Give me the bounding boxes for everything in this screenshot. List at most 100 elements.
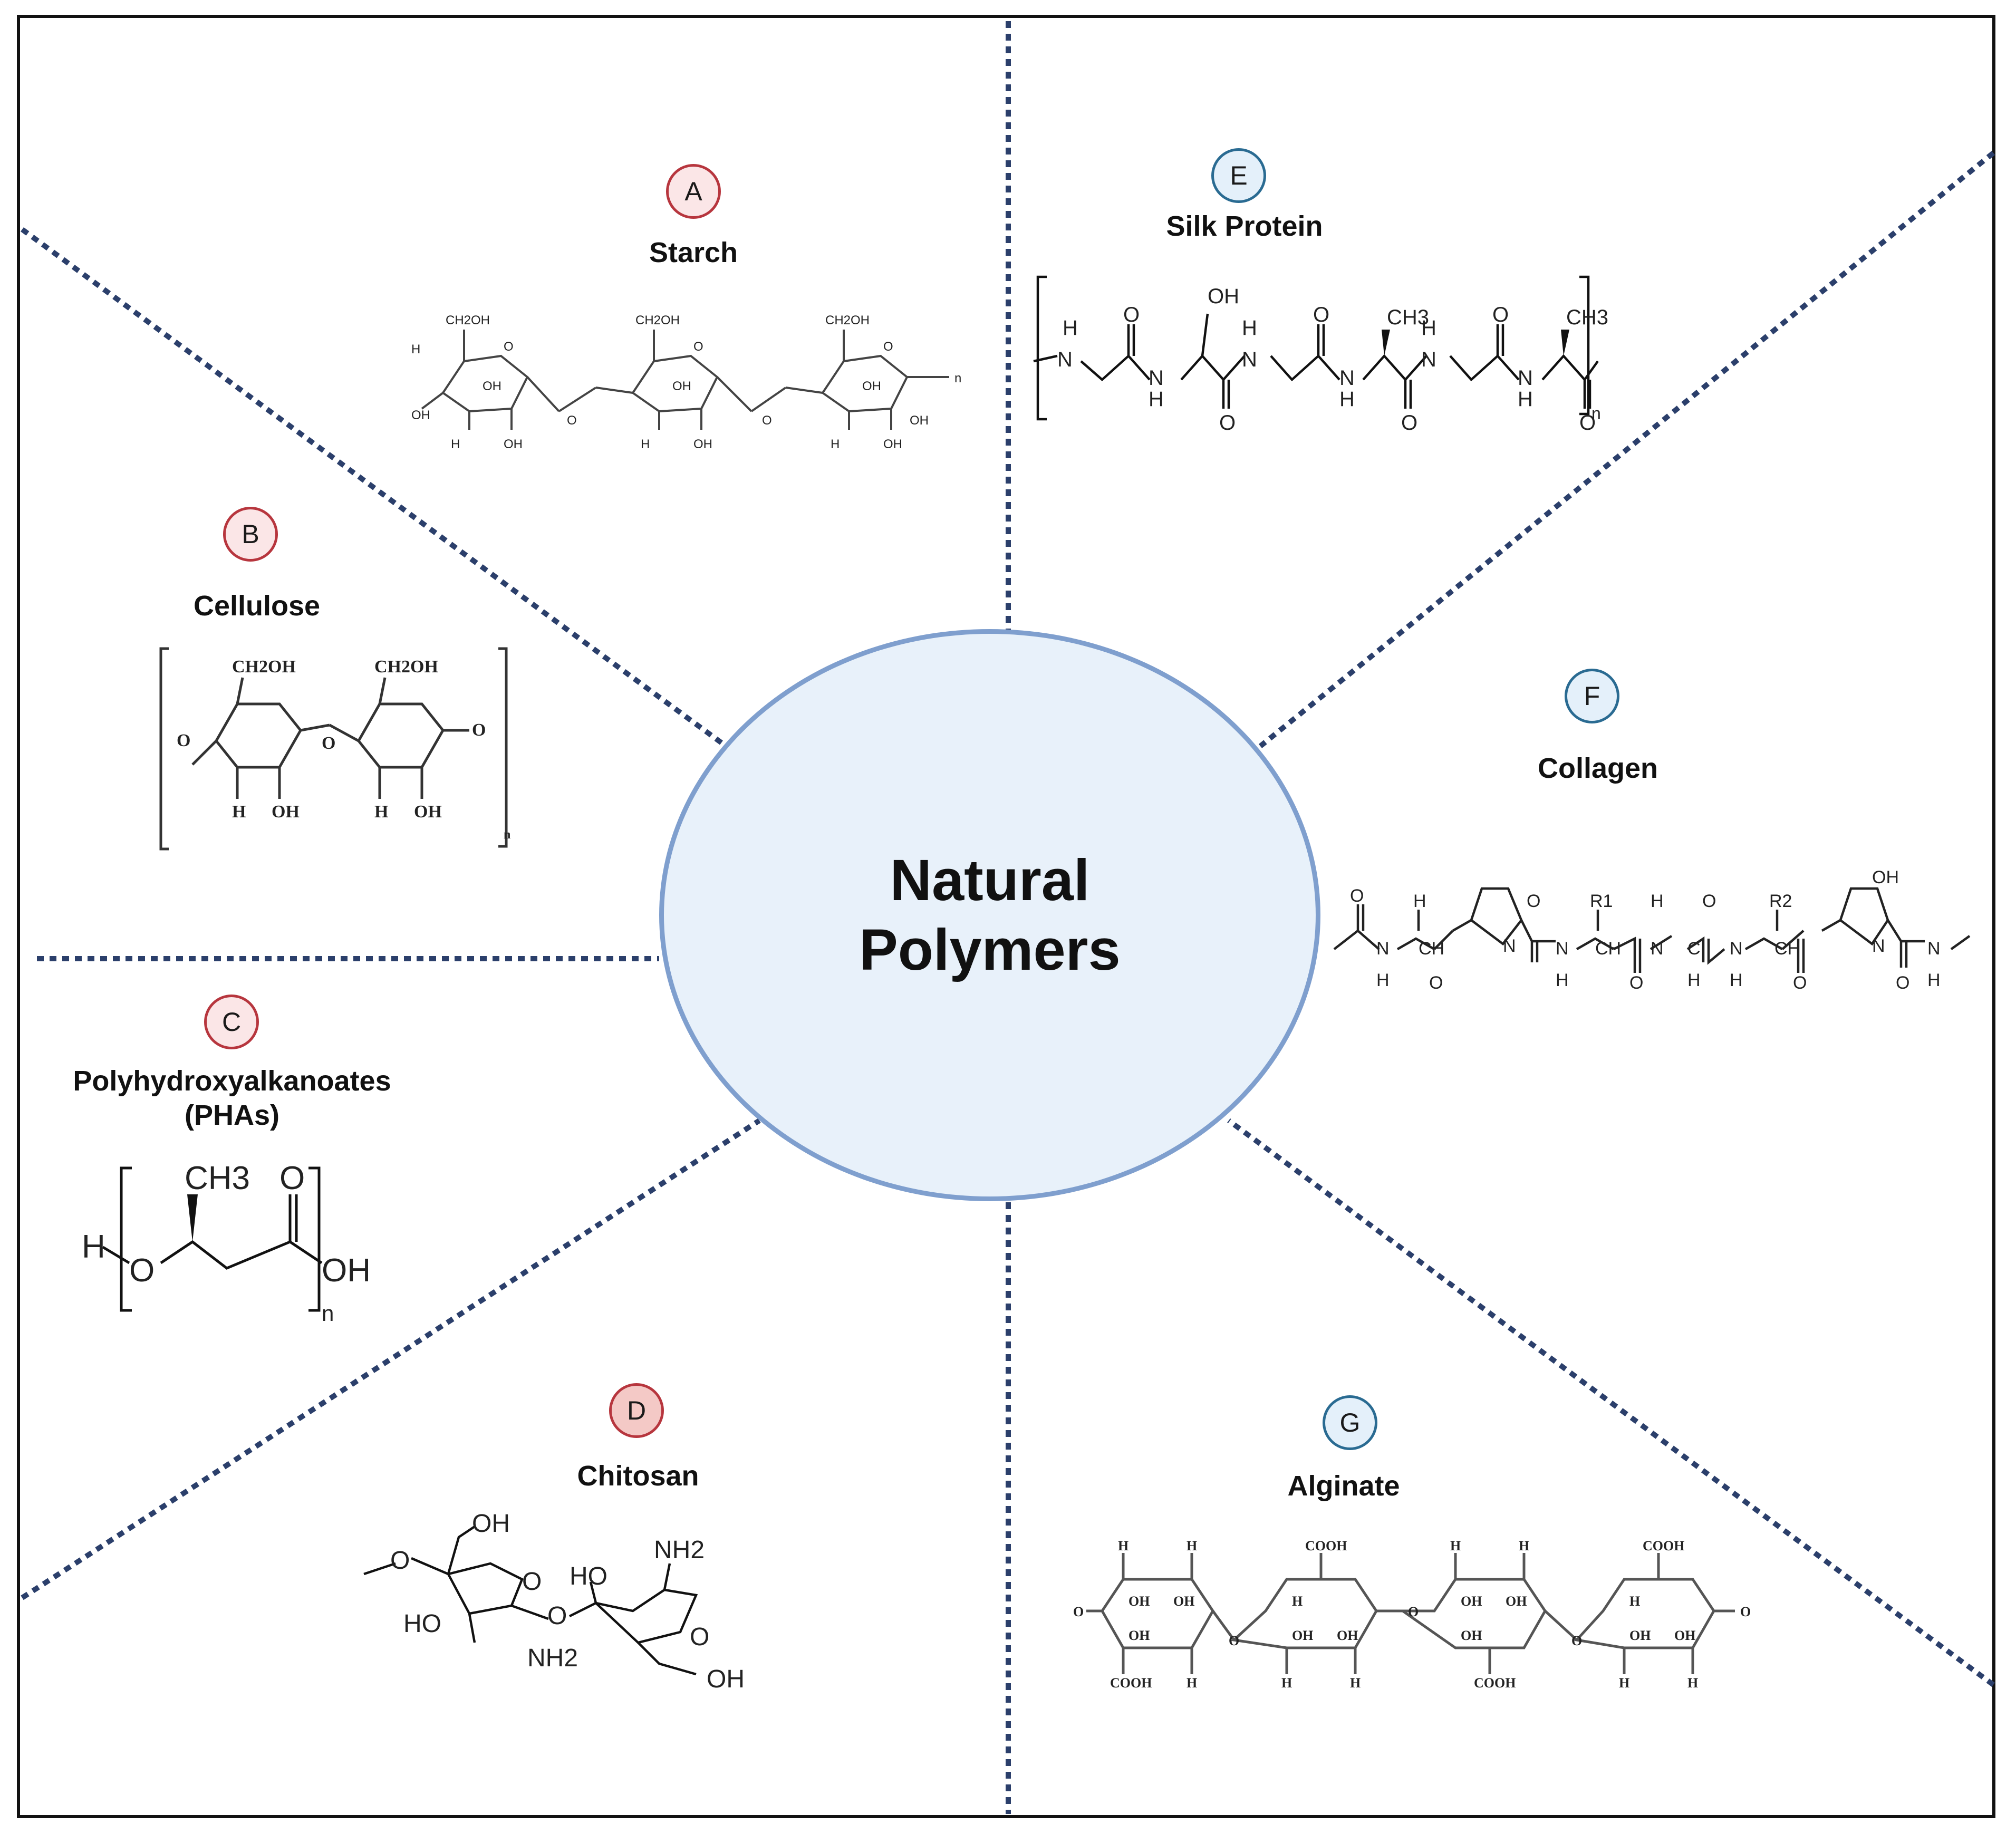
starch-h: H [831, 437, 840, 451]
silk-n-sub: n [1591, 404, 1601, 423]
collagen-n: N [1730, 939, 1743, 959]
silk-n: N [1057, 348, 1073, 371]
starch-n: n [954, 371, 961, 385]
chitosan-oh-bottom: OH [707, 1665, 745, 1693]
divider-upper-left [21, 227, 724, 746]
alginate-h: H [1118, 1538, 1128, 1553]
label-cellulose: Cellulose [193, 590, 321, 622]
cellulose-ch2oh: CH2OH [232, 657, 296, 677]
cellulose-o: O [177, 731, 190, 750]
starch-oh: OH [862, 379, 881, 393]
alginate-h: H [1281, 1675, 1292, 1691]
pha-structure: H O CH3 O OH n [82, 1160, 371, 1326]
starch-oh: OH [693, 437, 712, 451]
collagen-n: N [1651, 939, 1664, 959]
collagen-ch: CH [1419, 939, 1444, 959]
silk-ch3: CH3 [1387, 306, 1429, 329]
silk-o: O [1401, 411, 1417, 435]
alginate-oh: OH [1128, 1628, 1150, 1643]
silk-n: N [1149, 366, 1164, 390]
alginate-o: O [1571, 1633, 1582, 1648]
label-pha: Polyhydroxyalkanoates (PHAs) [73, 1064, 391, 1133]
collagen-n: N [1556, 939, 1569, 959]
starch-o: O [762, 413, 772, 428]
cellulose-h: H [374, 802, 388, 822]
starch-oh: OH [504, 437, 523, 451]
alginate-h: H [1619, 1675, 1629, 1691]
cellulose-oh: OH [272, 802, 300, 822]
alginate-h: H [1187, 1675, 1197, 1691]
collagen-h: H [1376, 970, 1390, 990]
starch-ch2oh-3: CH2OH [825, 313, 870, 327]
alginate-cooh: COOH [1305, 1538, 1347, 1553]
cellulose-structure: CH2OH CH2OH O O O H OH H OH n [159, 647, 510, 851]
silk-h: H [1149, 388, 1164, 411]
label-collagen: Collagen [1537, 752, 1658, 784]
silk-o: O [1219, 411, 1236, 435]
silk-o: O [1123, 303, 1140, 326]
silk-ch3: CH3 [1566, 306, 1608, 329]
starch-oh: OH [411, 408, 430, 422]
alginate-h: H [1629, 1594, 1640, 1609]
alginate-o: O [1740, 1604, 1751, 1619]
starch-o: O [693, 340, 703, 354]
silk-n: N [1421, 348, 1436, 371]
alginate-o: O [1073, 1604, 1084, 1619]
divider-upper-right [1258, 151, 1995, 748]
alginate-oh: OH [1337, 1628, 1358, 1643]
badge-g: G [1323, 1395, 1377, 1450]
alginate-cooh: COOH [1110, 1675, 1152, 1691]
collagen-o: O [1702, 891, 1716, 911]
starch-h: H [641, 437, 650, 451]
collagen-n-ring: N [1872, 936, 1885, 956]
alginate-oh: OH [1461, 1628, 1482, 1643]
silk-n: N [1339, 366, 1355, 390]
silk-h: H [1063, 316, 1078, 340]
starch-h: H [451, 437, 460, 451]
starch-ch2oh-2: CH2OH [635, 313, 680, 327]
alginate-oh: OH [1128, 1594, 1150, 1609]
alginate-h: H [1450, 1538, 1461, 1553]
collagen-o: O [1793, 973, 1807, 993]
silk-oh: OH [1208, 285, 1239, 308]
badge-b: B [223, 507, 278, 562]
title-line-1: Natural [890, 847, 1090, 913]
collagen-n: N [1927, 939, 1941, 959]
collagen-ch: CH [1774, 939, 1800, 959]
silk-n: N [1518, 366, 1533, 390]
divider-lower-right [1227, 1118, 1995, 1687]
collagen-h: H [1687, 970, 1701, 990]
cellulose-ch2oh: CH2OH [374, 657, 438, 677]
label-chitosan: Chitosan [577, 1460, 699, 1492]
chitosan-o-ring2: O [690, 1623, 709, 1651]
starch-ch2oh-1: CH2OH [446, 313, 490, 327]
collagen-h: H [1730, 970, 1743, 990]
silk-h: H [1339, 388, 1355, 411]
collagen-c: C [1687, 939, 1701, 959]
chitosan-o-left: O [390, 1547, 410, 1575]
alginate-oh: OH [1506, 1594, 1527, 1609]
alginate-h: H [1292, 1594, 1303, 1609]
collagen-structure: O N H H CH O N O N H R1 CH O H N C H O N… [1333, 867, 1971, 993]
silk-h: H [1242, 316, 1257, 340]
pha-n: n [322, 1301, 334, 1326]
chitosan-ho-right: HO [570, 1562, 607, 1590]
collagen-o: O [1629, 973, 1643, 993]
collagen-r2: R2 [1769, 891, 1792, 911]
cellulose-n: n [504, 828, 510, 842]
chitosan-structure: OH O O HO NH2 O HO NH2 O OH [363, 1510, 745, 1693]
silk-o: O [1579, 411, 1596, 435]
collagen-h: H [1556, 970, 1569, 990]
chitosan-nh2: NH2 [527, 1644, 578, 1672]
starch-oh: OH [883, 437, 902, 451]
alginate-oh: OH [1461, 1594, 1482, 1609]
title-line-2: Polymers [859, 917, 1121, 982]
alginate-oh: OH [1292, 1628, 1313, 1643]
collagen-o: O [1527, 891, 1540, 911]
badge-f: F [1565, 669, 1619, 723]
pha-h: H [82, 1229, 105, 1265]
starch-h: H [411, 342, 420, 356]
collagen-r1: R1 [1590, 891, 1613, 911]
collagen-h: H [1413, 891, 1426, 911]
collagen-h: H [1927, 970, 1941, 990]
